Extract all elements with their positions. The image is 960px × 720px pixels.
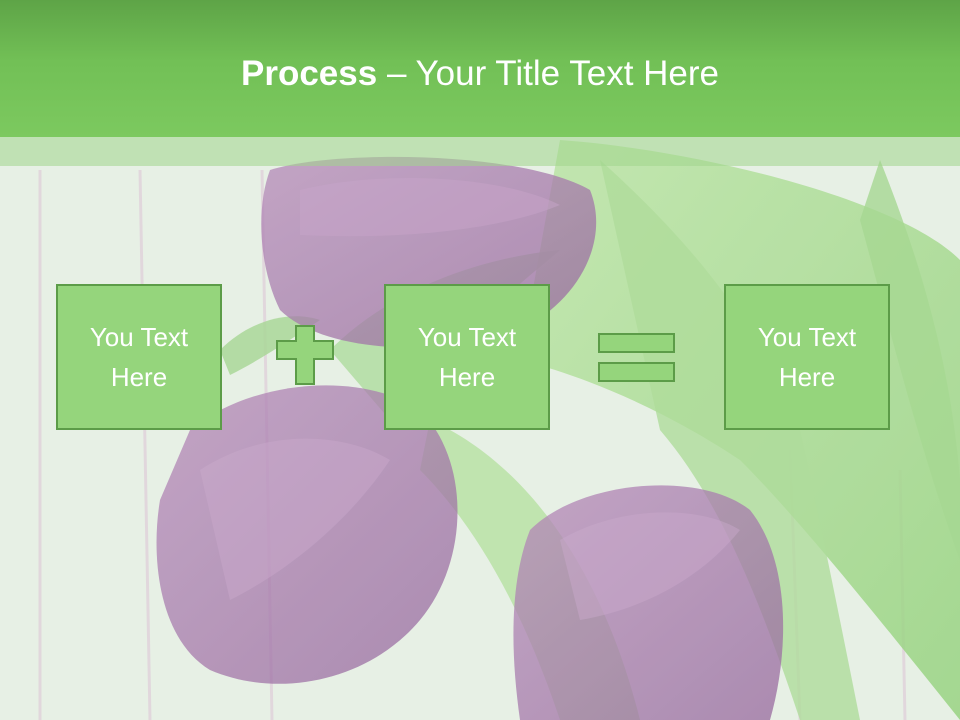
title-bar (0, 0, 960, 137)
text-box-2-label: You Text Here (417, 322, 517, 392)
text-box-1-label: You Text Here (89, 322, 189, 392)
text-box-3-label: You Text Here (757, 322, 857, 392)
title-bar-band (0, 137, 960, 166)
text-box-1[interactable]: You Text Here (56, 284, 222, 430)
text-box-2[interactable]: You Text Here (384, 284, 550, 430)
title-rest: – Your Title Text Here (377, 54, 719, 93)
text-box-3[interactable]: You Text Here (724, 284, 890, 430)
slide-title[interactable]: Process – Your Title Text Here (0, 52, 960, 96)
title-bold: Process (241, 54, 378, 93)
